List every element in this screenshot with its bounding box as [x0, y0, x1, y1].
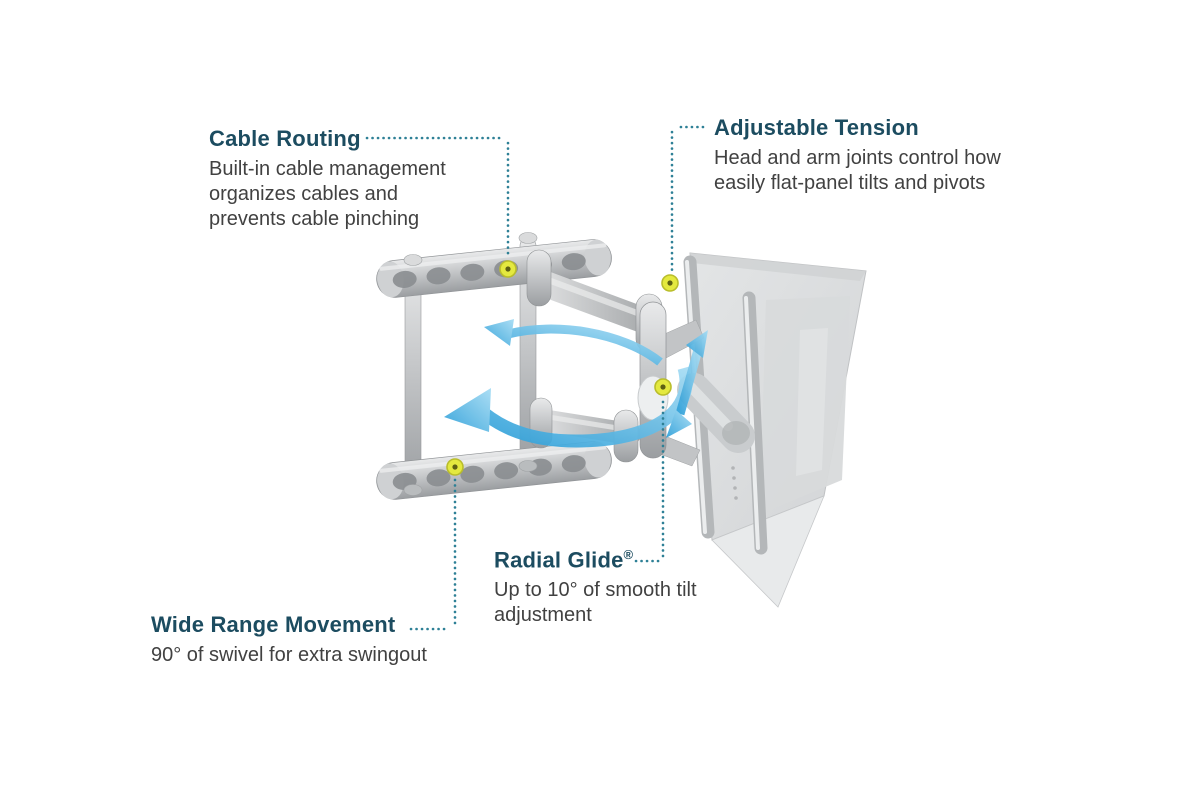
post-cap [403, 484, 423, 496]
swivel-arrow-upper [484, 319, 663, 366]
flat-panel-monitor [677, 252, 867, 608]
callout-adjustable-tension: Adjustable Tension Head and arm joints c… [714, 115, 1038, 196]
callout-wide-range-movement: Wide Range Movement 90° of swivel for ex… [151, 612, 427, 668]
registered-trademark-symbol: ® [623, 547, 634, 562]
arrowhead [444, 388, 491, 432]
feature-marker-radial-glide [654, 378, 672, 396]
callout-body-radial-glide: Up to 10° of smooth tilt adjustment [494, 579, 697, 627]
arm-end-cap [677, 373, 755, 453]
callout-title-adjustable-tension: Adjustable Tension [714, 115, 919, 140]
tilt-arrow [666, 330, 708, 438]
feature-markers [446, 260, 679, 476]
arm-joint [526, 249, 552, 307]
upper-arm-link [527, 269, 661, 335]
post-cap [518, 460, 538, 472]
callout-title-wide-range-movement: Wide Range Movement [151, 612, 396, 637]
monitor-bottom-edge [711, 495, 825, 608]
arrowhead [484, 319, 514, 346]
arrowhead [686, 330, 708, 358]
motion-arrows [444, 319, 708, 448]
wall-plate-top-rail [376, 239, 612, 298]
callout-body-cable-routing: Built-in cable management organizes cabl… [209, 158, 446, 230]
wall-plate [376, 232, 612, 500]
callout-title-cable-routing: Cable Routing [209, 126, 361, 151]
leader-lines [365, 125, 705, 631]
callout-body-wide-range-movement: 90° of swivel for extra swingout [151, 644, 427, 666]
wall-plate-bottom-rail [376, 441, 612, 500]
feature-marker-adjustable-tension [661, 274, 679, 292]
callout-cable-routing: Cable Routing Built-in cable management … [209, 126, 469, 232]
callout-title-radial-glide: Radial Glide® [494, 547, 634, 573]
arrowhead [666, 410, 692, 438]
callout-radial-glide: Radial Glide® Up to 10° of smooth tilt a… [494, 547, 730, 628]
feature-marker-wide-range [446, 458, 464, 476]
post-cap [403, 254, 423, 266]
callout-body-adjustable-tension: Head and arm joints control how easily f… [714, 147, 1001, 194]
monitor-top-bevel [690, 253, 866, 281]
monitor-recess-strip [796, 328, 828, 476]
post-cap [518, 232, 538, 244]
monitor-buttons [731, 466, 738, 500]
feature-marker-cable-routing [499, 260, 517, 278]
